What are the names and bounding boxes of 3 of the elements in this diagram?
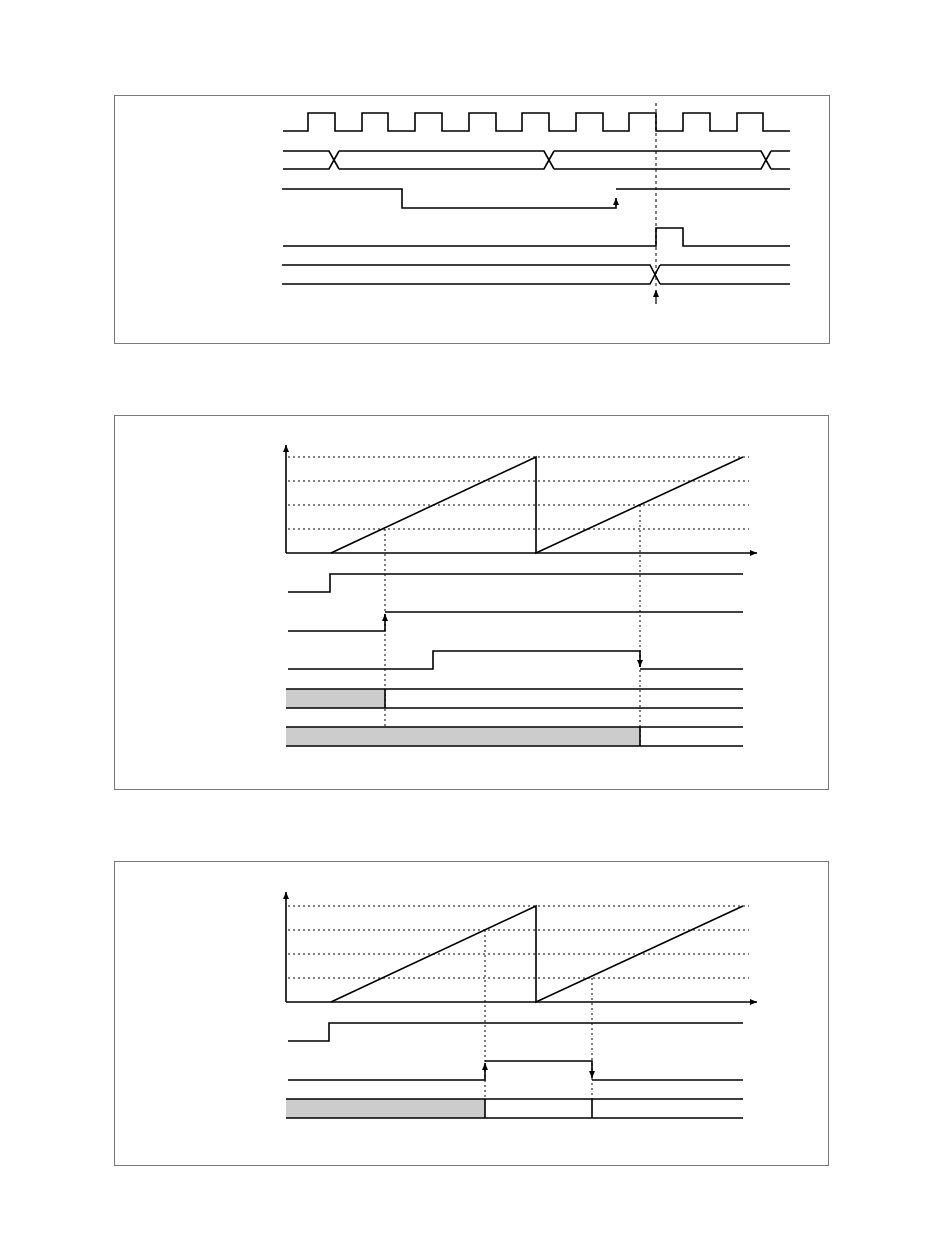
timing-diagram-panel xyxy=(114,415,829,790)
timing-diagram-panel xyxy=(114,861,829,1166)
timing-diagram-panel xyxy=(114,95,830,344)
